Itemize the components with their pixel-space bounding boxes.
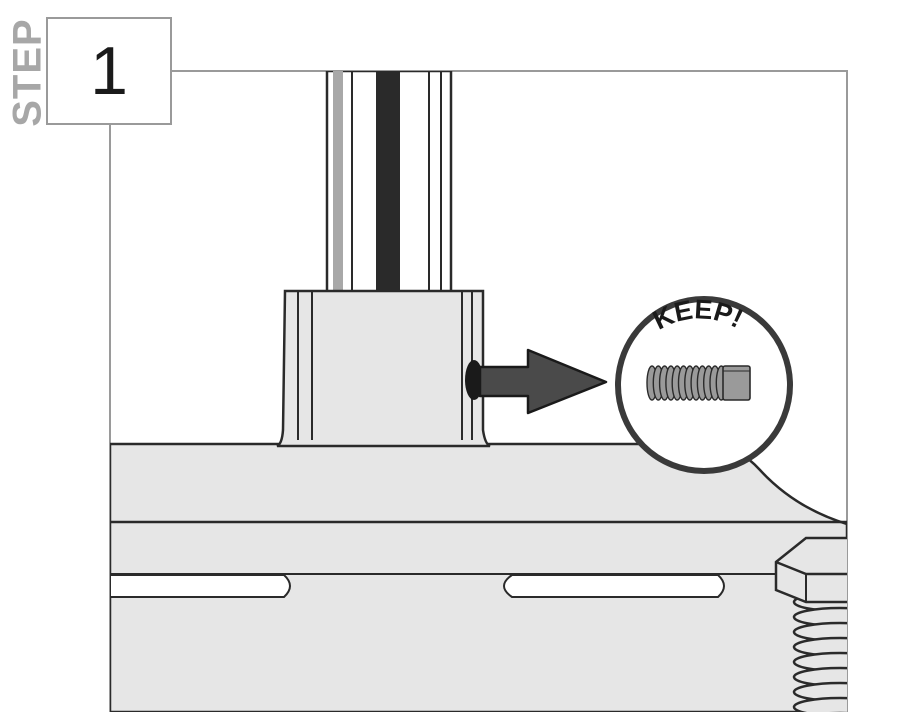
step-word-text: STEP [5, 17, 50, 127]
step-number-box: 1 [46, 17, 172, 125]
bolt-icon [774, 536, 847, 712]
set-screw-hole [465, 360, 483, 400]
base-plate [110, 442, 847, 712]
step-label: STEP [6, 18, 50, 126]
keep-callout: KEEP! [615, 294, 793, 474]
set-screw-icon [646, 365, 751, 401]
step-number: 1 [90, 33, 128, 109]
mounting-slot-right [503, 574, 725, 598]
socket-collar [276, 289, 491, 448]
mounting-slot-left [110, 574, 291, 598]
vertical-tube [325, 71, 453, 299]
arrow-right [478, 348, 608, 415]
